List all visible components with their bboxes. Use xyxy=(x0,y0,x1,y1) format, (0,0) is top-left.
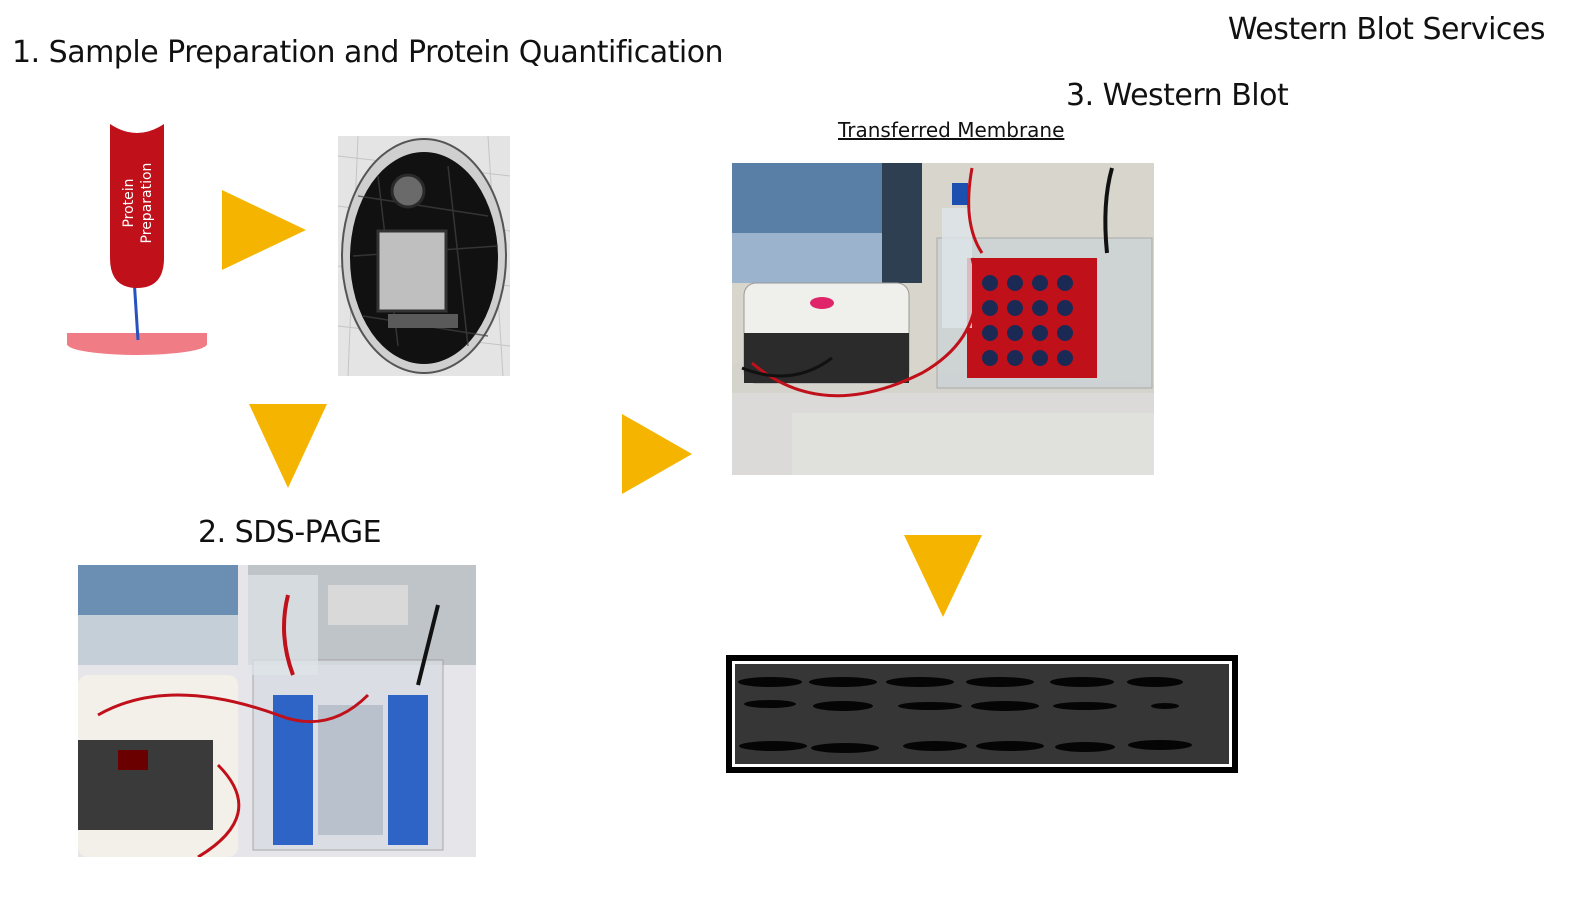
sds-page-apparatus-photo xyxy=(78,565,476,857)
step3-heading: 3. Western Blot xyxy=(1066,78,1289,113)
arrow-down-icon xyxy=(249,404,327,488)
tube-label-line2: Preparation xyxy=(139,162,155,244)
tube-label-line1: Protein xyxy=(121,178,137,228)
arrow-down-icon xyxy=(904,535,982,617)
tube-label: Protein Preparation xyxy=(111,135,163,265)
arrow-right-icon xyxy=(222,190,306,270)
step1-heading: 1. Sample Preparation and Protein Quanti… xyxy=(12,35,724,70)
arrow-right-icon xyxy=(622,414,692,494)
transfer-apparatus-photo xyxy=(732,163,1154,475)
transferred-membrane-label: Transferred Membrane xyxy=(838,118,1065,142)
pipette-tube-icon xyxy=(67,124,207,355)
western-blot-film-image xyxy=(726,655,1238,773)
step2-heading: 2. SDS-PAGE xyxy=(198,515,382,550)
quantification-sketch-image xyxy=(338,136,510,376)
page-title: Western Blot Services xyxy=(1227,12,1546,47)
blot-bands xyxy=(735,664,1229,764)
